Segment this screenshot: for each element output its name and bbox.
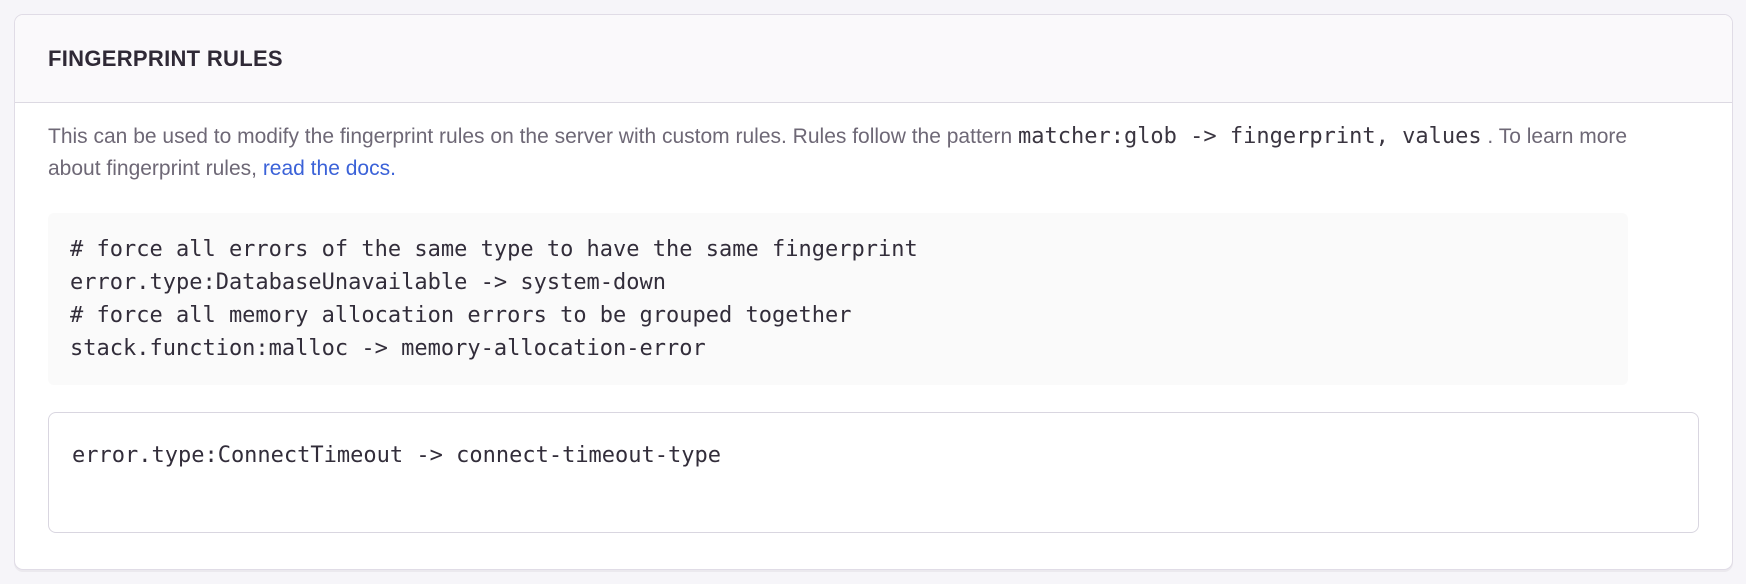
description: This can be used to modify the fingerpri… bbox=[48, 121, 1648, 185]
read-the-docs-link[interactable]: read the docs. bbox=[262, 157, 396, 180]
pattern-inline-code: matcher:glob -> fingerprint, values bbox=[1017, 124, 1482, 149]
description-text-before: This can be used to modify the fingerpri… bbox=[48, 125, 1013, 148]
description-text-after: . To learn more about fingerprint rules, bbox=[48, 125, 1628, 180]
panel-body: This can be used to modify the fingerpri… bbox=[15, 103, 1732, 566]
panel-title: FINGERPRINT RULES bbox=[48, 45, 283, 71]
fingerprint-rules-textarea[interactable]: error.type:ConnectTimeout -> connect-tim… bbox=[48, 412, 1699, 533]
fingerprint-rules-panel: FINGERPRINT RULES This can be used to mo… bbox=[14, 14, 1733, 570]
example-code-block: # force all errors of the same type to h… bbox=[48, 213, 1628, 385]
panel-header: FINGERPRINT RULES bbox=[15, 15, 1732, 103]
